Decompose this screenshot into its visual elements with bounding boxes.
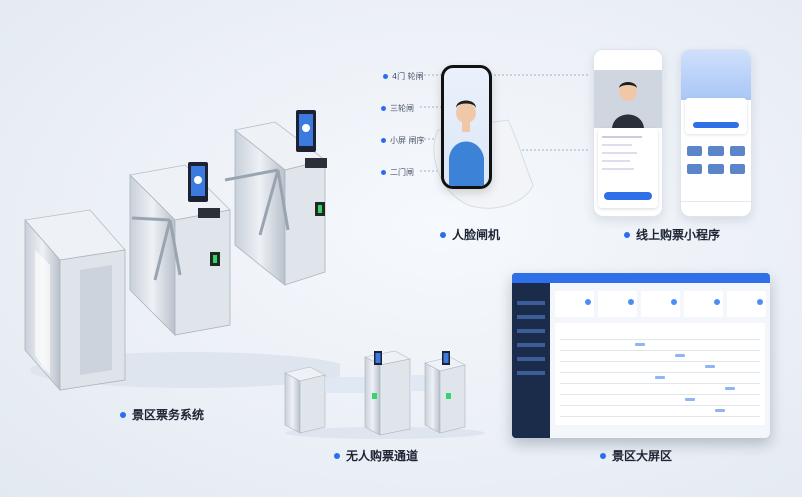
big-screen-dashboard <box>512 273 770 438</box>
gate-type-1: 4门 轮闸 <box>383 71 424 82</box>
box-gate <box>24 209 126 392</box>
data-table <box>555 323 765 425</box>
stat-card-5 <box>727 291 766 317</box>
caption-mini-program: 线上购票小程序 <box>624 226 720 243</box>
person-avatar <box>449 100 484 186</box>
gate-type-2: 三轮闸 <box>381 103 414 114</box>
confirm-button[interactable] <box>604 192 652 200</box>
stat-card-2 <box>598 291 637 317</box>
stat-card-3 <box>641 291 680 317</box>
stat-card-1 <box>555 291 594 317</box>
tripod-turnstile-middle <box>129 162 231 336</box>
gate-type-4: 二门闸 <box>381 167 414 178</box>
dashboard-sidebar <box>512 273 550 438</box>
stat-card-4 <box>684 291 723 317</box>
dashboard-main <box>550 273 770 438</box>
caption-ticketing: 景区票务系统 <box>120 406 204 423</box>
buy-ticket-button[interactable] <box>693 122 739 128</box>
caption-unmanned-channel: 无人购票通道 <box>334 447 418 464</box>
turnstile-illustration <box>24 110 340 392</box>
face-gate-phone <box>441 65 492 189</box>
gate-type-3: 小屏 闸序 <box>381 135 425 146</box>
face-photo <box>594 70 662 128</box>
mini-program-screen-1 <box>593 49 663 217</box>
dashboard-header <box>550 273 770 283</box>
mini-program-screen-2 <box>680 49 752 217</box>
unmanned-channel-illustration <box>284 350 485 439</box>
caption-face-gate: 人脸闸机 <box>440 226 500 243</box>
caption-big-screen: 景区大屏区 <box>600 447 672 464</box>
tripod-turnstile-right <box>224 110 327 286</box>
